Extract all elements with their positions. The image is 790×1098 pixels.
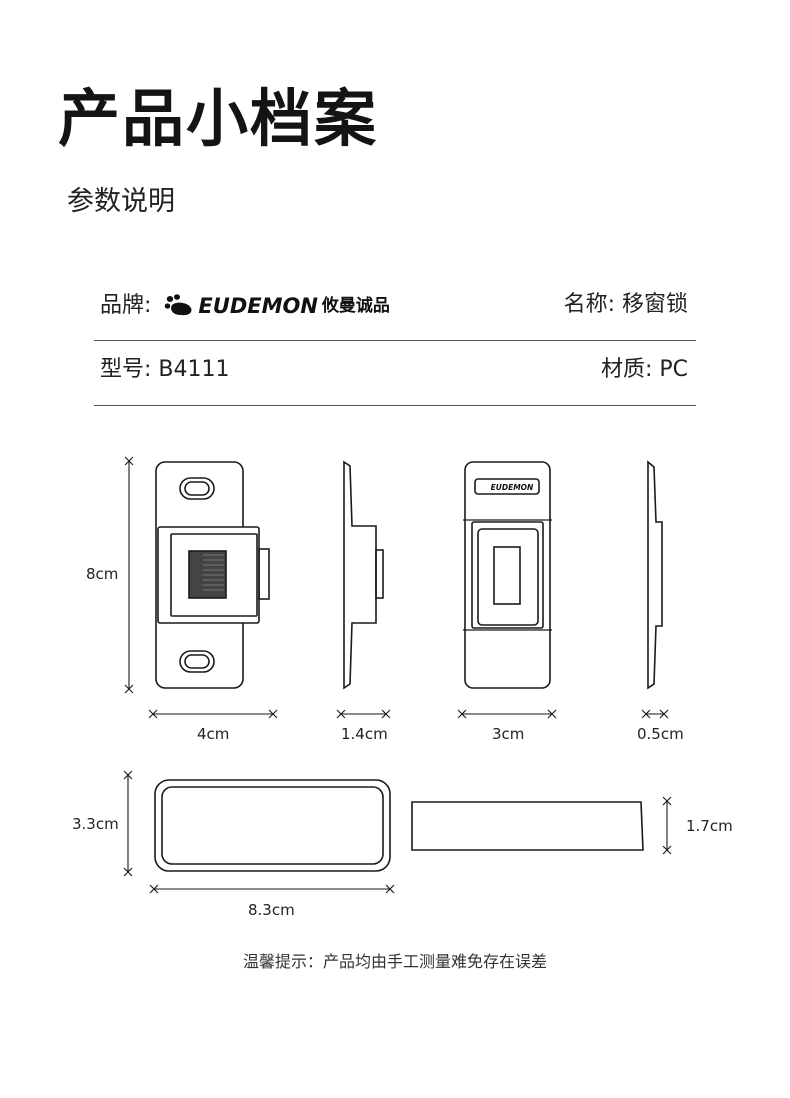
thin-side-view: [647, 460, 663, 690]
model-cell: 型号: B4111: [100, 359, 230, 381]
dim-side-depth-label: 1.4cm: [341, 725, 388, 743]
brand-name-cn: 攸曼诚品: [321, 295, 390, 316]
dimension-lines: [123, 456, 672, 894]
spec-row-model: 型号: B4111 材质: PC: [94, 341, 696, 406]
dim-pad-height-label: 3.3cm: [72, 815, 119, 833]
dim-back-width-label: 3cm: [492, 725, 525, 743]
page-title: 产品小档案: [58, 82, 379, 155]
model-label: 型号:: [100, 357, 152, 382]
front-view: [155, 461, 270, 689]
material-cell: 材质: PC: [601, 359, 688, 381]
dim-pad-thickness-label: 1.7cm: [686, 817, 733, 835]
brand-cell: 品牌: EUDEMON 攸曼诚品: [100, 294, 390, 318]
dim-height-label: 8cm: [86, 565, 119, 583]
name-value: 移窗锁: [621, 292, 688, 317]
pad-top-view: [154, 779, 391, 872]
dim-front-width-label: 4cm: [197, 725, 230, 743]
brand-logo: EUDEMON 攸曼诚品: [164, 294, 390, 318]
name-label: 名称:: [563, 292, 615, 317]
brand-name: EUDEMON: [198, 293, 318, 318]
back-view: [463, 461, 552, 689]
dim-pad-width-label: 8.3cm: [248, 901, 295, 919]
page-subtitle: 参数说明: [67, 186, 175, 217]
back-logo-text: EUDEMON: [491, 483, 534, 492]
model-value: B4111: [158, 357, 230, 382]
name-cell: 名称: 移窗锁: [564, 294, 688, 316]
side-view: [343, 460, 384, 690]
dim-thin-side-label: 0.5cm: [637, 725, 684, 743]
paw-icon: [165, 294, 192, 316]
pad-side-view: [411, 801, 644, 851]
spec-row-brand: 品牌: EUDEMON 攸曼诚品 名称: 移窗锁: [94, 276, 696, 341]
material-value: PC: [659, 357, 688, 382]
footer-note: 温馨提示：产品均由手工测量难免存在误差: [242, 952, 547, 971]
material-label: 材质:: [600, 357, 653, 382]
brand-label: 品牌:: [100, 293, 152, 318]
